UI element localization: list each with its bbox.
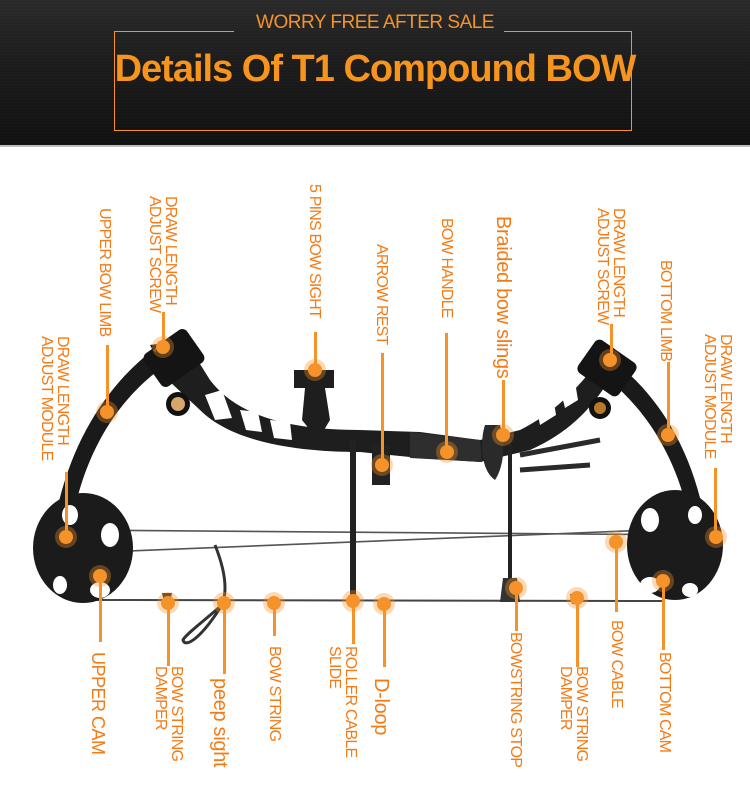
label-bow-cable: BOW CABLE xyxy=(608,620,625,708)
frame-bottom-line xyxy=(114,130,632,131)
dot-roller-cable-slide[interactable] xyxy=(346,594,360,608)
cable-guard-rod xyxy=(350,440,356,600)
upper-pocket-dial-face xyxy=(171,397,185,411)
dot-draw-length-adjust-screw-right[interactable] xyxy=(603,353,617,367)
leader-bow-handle xyxy=(445,333,448,448)
dot-braided-bow-slings[interactable] xyxy=(496,428,510,442)
page-title: Details Of T1 Compound BOW xyxy=(114,48,637,90)
dot-bottom-limb[interactable] xyxy=(661,428,675,442)
dot-draw-length-adjust-module-right[interactable] xyxy=(709,530,723,544)
dot-bottom-cam[interactable] xyxy=(656,574,670,588)
cable-line-lower xyxy=(79,527,701,554)
dot-bowstring-stop[interactable] xyxy=(509,581,523,595)
upper-limb-pocket xyxy=(143,329,205,387)
frame-left-line xyxy=(114,31,115,131)
leader-draw-length-adjust-screw-left xyxy=(162,312,165,344)
bow-cables xyxy=(69,527,713,554)
dot-upper-cam[interactable] xyxy=(93,569,107,583)
bottom-cam-holes xyxy=(640,506,702,597)
leader-draw-length-adjust-module-left xyxy=(65,472,68,532)
frame-top-left-line xyxy=(114,31,234,32)
dot-draw-length-adjust-screw-left[interactable] xyxy=(156,340,170,354)
label-upper-cam: UPPER CAM xyxy=(88,652,108,755)
label-bottom-cam: BOTTOM CAM xyxy=(656,652,673,753)
bowstring-stop-rod xyxy=(508,440,512,580)
label-bow-handle: BOW HANDLE xyxy=(438,218,455,318)
label-braided-bow-slings: Braided bow slings xyxy=(492,216,514,379)
leader-bottom-limb xyxy=(667,362,670,432)
leader-bow-string-damper-left xyxy=(167,606,170,666)
dot-bow-cable[interactable] xyxy=(609,535,623,549)
cable-line-upper xyxy=(69,529,713,536)
title-frame xyxy=(114,31,632,174)
dot-5-pins-bow-sight[interactable] xyxy=(308,363,322,377)
lower-pocket-dial-face xyxy=(594,402,606,414)
label-draw-length-adjust-module-left: DRAW LENGTH ADJUST MODULE xyxy=(38,336,71,461)
leader-upper-bow-limb xyxy=(106,345,109,410)
leader-d-loop xyxy=(383,607,386,667)
leader-braided-bow-slings xyxy=(502,380,505,430)
leader-arrow-rest xyxy=(381,353,384,463)
leader-peep-sight xyxy=(223,606,226,674)
label-5-pins-bow-sight: 5 PINS BOW SIGHT xyxy=(306,184,323,318)
upper-cam-wheel xyxy=(33,493,133,603)
leader-bowstring-stop xyxy=(515,591,518,631)
dot-bow-handle[interactable] xyxy=(440,445,454,459)
leader-draw-length-adjust-screw-right xyxy=(610,324,613,356)
leader-5-pins-bow-sight xyxy=(314,332,317,370)
dot-d-loop[interactable] xyxy=(377,597,391,611)
label-draw-length-adjust-module-right: DRAW LENGTH ADJUST MODULE xyxy=(701,334,734,459)
label-roller-cable-slide: ROLLER CABLE SLIDE xyxy=(326,646,359,758)
leader-upper-cam xyxy=(99,580,102,642)
label-d-loop: D-loop xyxy=(370,678,392,736)
label-bowstring-stop: BOWSTRING STOP xyxy=(507,632,524,768)
dot-arrow-rest[interactable] xyxy=(375,458,389,472)
label-bow-string-damper-left: BOW STRING DAMPER xyxy=(152,666,185,762)
label-draw-length-adjust-screw-right: DRAW LENGTH ADJUST SCREW xyxy=(594,208,627,325)
dot-upper-bow-limb[interactable] xyxy=(100,405,114,419)
sight-bracket xyxy=(302,388,330,440)
dot-peep-sight[interactable] xyxy=(217,596,231,610)
leader-bow-cable xyxy=(615,542,618,612)
label-bottom-limb: BOTTOM LIMB xyxy=(657,260,674,362)
leader-bottom-cam xyxy=(662,584,665,650)
label-bow-string-damper-right: BOW STRING DAMPER xyxy=(557,666,590,762)
header-texture xyxy=(0,0,750,145)
riser-shape xyxy=(150,340,620,462)
frame-top-right-line xyxy=(504,31,632,32)
sling-straps xyxy=(519,437,601,473)
label-peep-sight: peep sight xyxy=(209,678,231,768)
frame-right-line xyxy=(631,31,632,131)
leader-bow-string xyxy=(273,606,276,636)
dot-bow-string[interactable] xyxy=(267,596,281,610)
leader-roller-cable-slide xyxy=(352,604,355,644)
header-banner: WORRY FREE AFTER SALE Details Of T1 Comp… xyxy=(0,0,750,147)
header-subtitle: WORRY FREE AFTER SALE xyxy=(256,12,494,33)
lower-limb-pocket xyxy=(577,339,637,397)
dot-bow-string-damper-left[interactable] xyxy=(161,596,175,610)
dot-bow-string-damper-right[interactable] xyxy=(570,591,584,605)
sight-housing xyxy=(294,370,334,388)
leader-bow-string-damper-right xyxy=(576,601,579,667)
label-upper-bow-limb: UPPER BOW LIMB xyxy=(96,208,113,337)
label-draw-length-adjust-screw-left: DRAW LENGTH ADJUST SCREW xyxy=(146,196,179,313)
riser-cutouts xyxy=(205,376,578,440)
dot-draw-length-adjust-module-left[interactable] xyxy=(59,530,73,544)
leader-draw-length-adjust-module-right xyxy=(714,468,717,530)
peep-sight-loop xyxy=(181,544,227,645)
label-arrow-rest: ARROW REST xyxy=(373,244,390,345)
label-bow-string: BOW STRING xyxy=(266,646,283,742)
